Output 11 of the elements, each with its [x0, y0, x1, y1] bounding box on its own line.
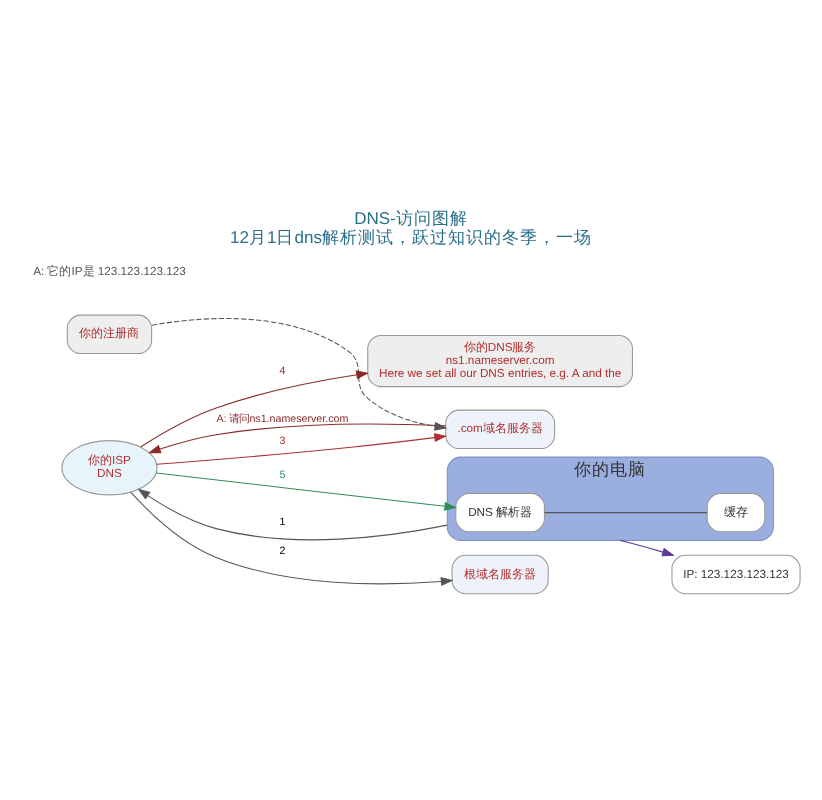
diagram-title: DNS-访问图解: [354, 208, 468, 229]
connector: [544, 512, 708, 514]
arrow: [130, 491, 454, 586]
arrow: [151, 318, 448, 431]
arrow: [155, 472, 458, 511]
caption: 12月1日dns解析测试，跃过知识的冬季，一场: [230, 227, 592, 248]
arrow: [148, 423, 446, 454]
arrow: [619, 539, 675, 557]
arrow: [137, 488, 448, 541]
arrow: [156, 433, 448, 465]
arrow: [140, 370, 370, 448]
